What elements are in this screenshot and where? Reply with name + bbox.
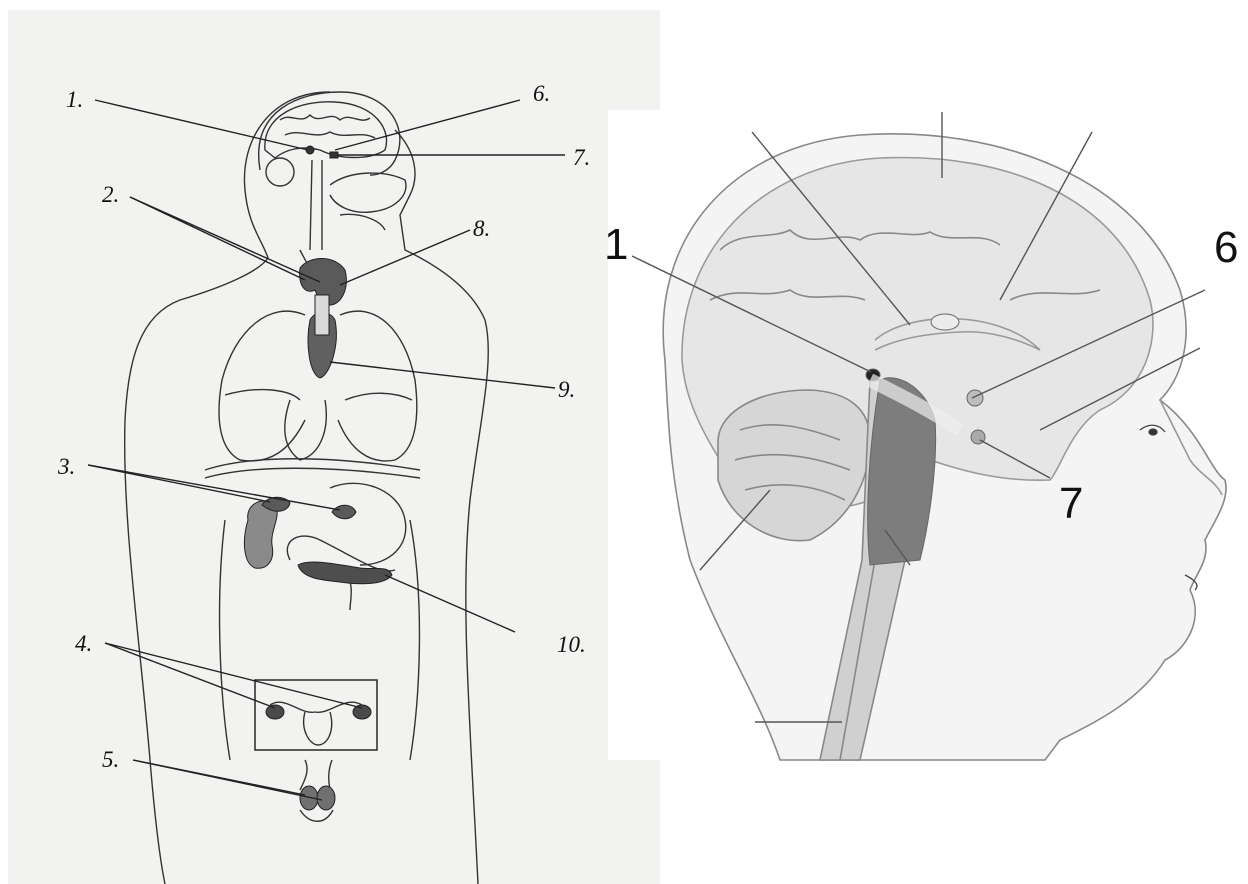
label-2: 2. — [102, 183, 119, 206]
pancreas — [298, 562, 392, 584]
right-label-1: 1 — [604, 223, 628, 267]
label-6: 6. — [533, 82, 550, 105]
leader-6 — [335, 100, 520, 150]
label-9: 9. — [558, 378, 575, 401]
lung-right — [338, 311, 417, 461]
lung-left — [219, 311, 305, 461]
head-section — [663, 134, 1226, 760]
right-label-6: 6 — [1214, 226, 1238, 270]
brain — [265, 102, 387, 158]
trachea — [315, 295, 329, 335]
ovary-left — [266, 705, 284, 719]
right-label-7: 7 — [1059, 482, 1083, 526]
body-outline-right — [395, 130, 488, 884]
testis-right — [317, 786, 335, 810]
label-1: 1. — [66, 88, 83, 111]
thalamus — [931, 314, 959, 330]
leader-9 — [330, 362, 555, 388]
label-10: 10. — [557, 633, 586, 656]
leader-1 — [95, 100, 308, 150]
hypothalamus — [967, 390, 983, 406]
leader-5b — [133, 760, 322, 800]
pituitary-gland — [330, 152, 338, 158]
skull — [259, 92, 400, 175]
cerebellum — [266, 158, 294, 186]
kidney-left — [244, 501, 277, 568]
leader-2b — [130, 197, 320, 282]
leader-10 — [385, 575, 515, 632]
label-4: 4. — [75, 632, 92, 655]
leader-4a — [105, 643, 275, 708]
label-3: 3. — [58, 455, 75, 478]
adrenal-right — [332, 505, 356, 519]
label-7: 7. — [573, 146, 590, 169]
label-5: 5. — [102, 748, 119, 771]
label-8: 8. — [473, 217, 490, 240]
